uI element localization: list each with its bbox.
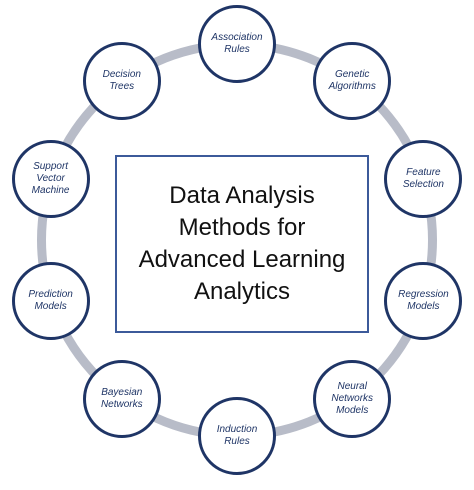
method-node-neural-networks-models: Neural Networks Models: [313, 359, 392, 438]
method-node-decision-trees: Decision Trees: [82, 42, 161, 121]
method-label: Association Rules: [211, 32, 263, 55]
method-node-genetic-algorithms: Genetic Algorithms: [313, 42, 392, 121]
method-node-regression-models: Regression Models: [384, 261, 463, 340]
method-label: Neural Networks Models: [331, 380, 374, 416]
center-title-box: Data Analysis Methods for Advanced Learn…: [115, 155, 369, 333]
center-title: Data Analysis Methods for Advanced Learn…: [138, 182, 346, 305]
method-label: Prediction Models: [28, 288, 73, 312]
method-node-bayesian-networks: Bayesian Networks: [82, 359, 161, 438]
method-node-association-rules: Association Rules: [198, 5, 276, 83]
method-label: Induction Rules: [216, 424, 258, 447]
method-label: Regression Models: [398, 288, 449, 312]
method-label: Bayesian Networks: [100, 386, 143, 410]
method-node-feature-selection: Feature Selection: [384, 140, 463, 219]
method-node-induction-rules: Induction Rules: [198, 397, 276, 475]
method-label: Support Vector Machine: [31, 161, 70, 197]
method-node-support-vector-machine: Support Vector Machine: [11, 140, 90, 219]
method-label: Genetic Algorithms: [328, 69, 376, 93]
method-label: Decision Trees: [102, 69, 141, 93]
method-label: Feature Selection: [402, 167, 444, 191]
method-node-prediction-models: Prediction Models: [11, 261, 90, 340]
